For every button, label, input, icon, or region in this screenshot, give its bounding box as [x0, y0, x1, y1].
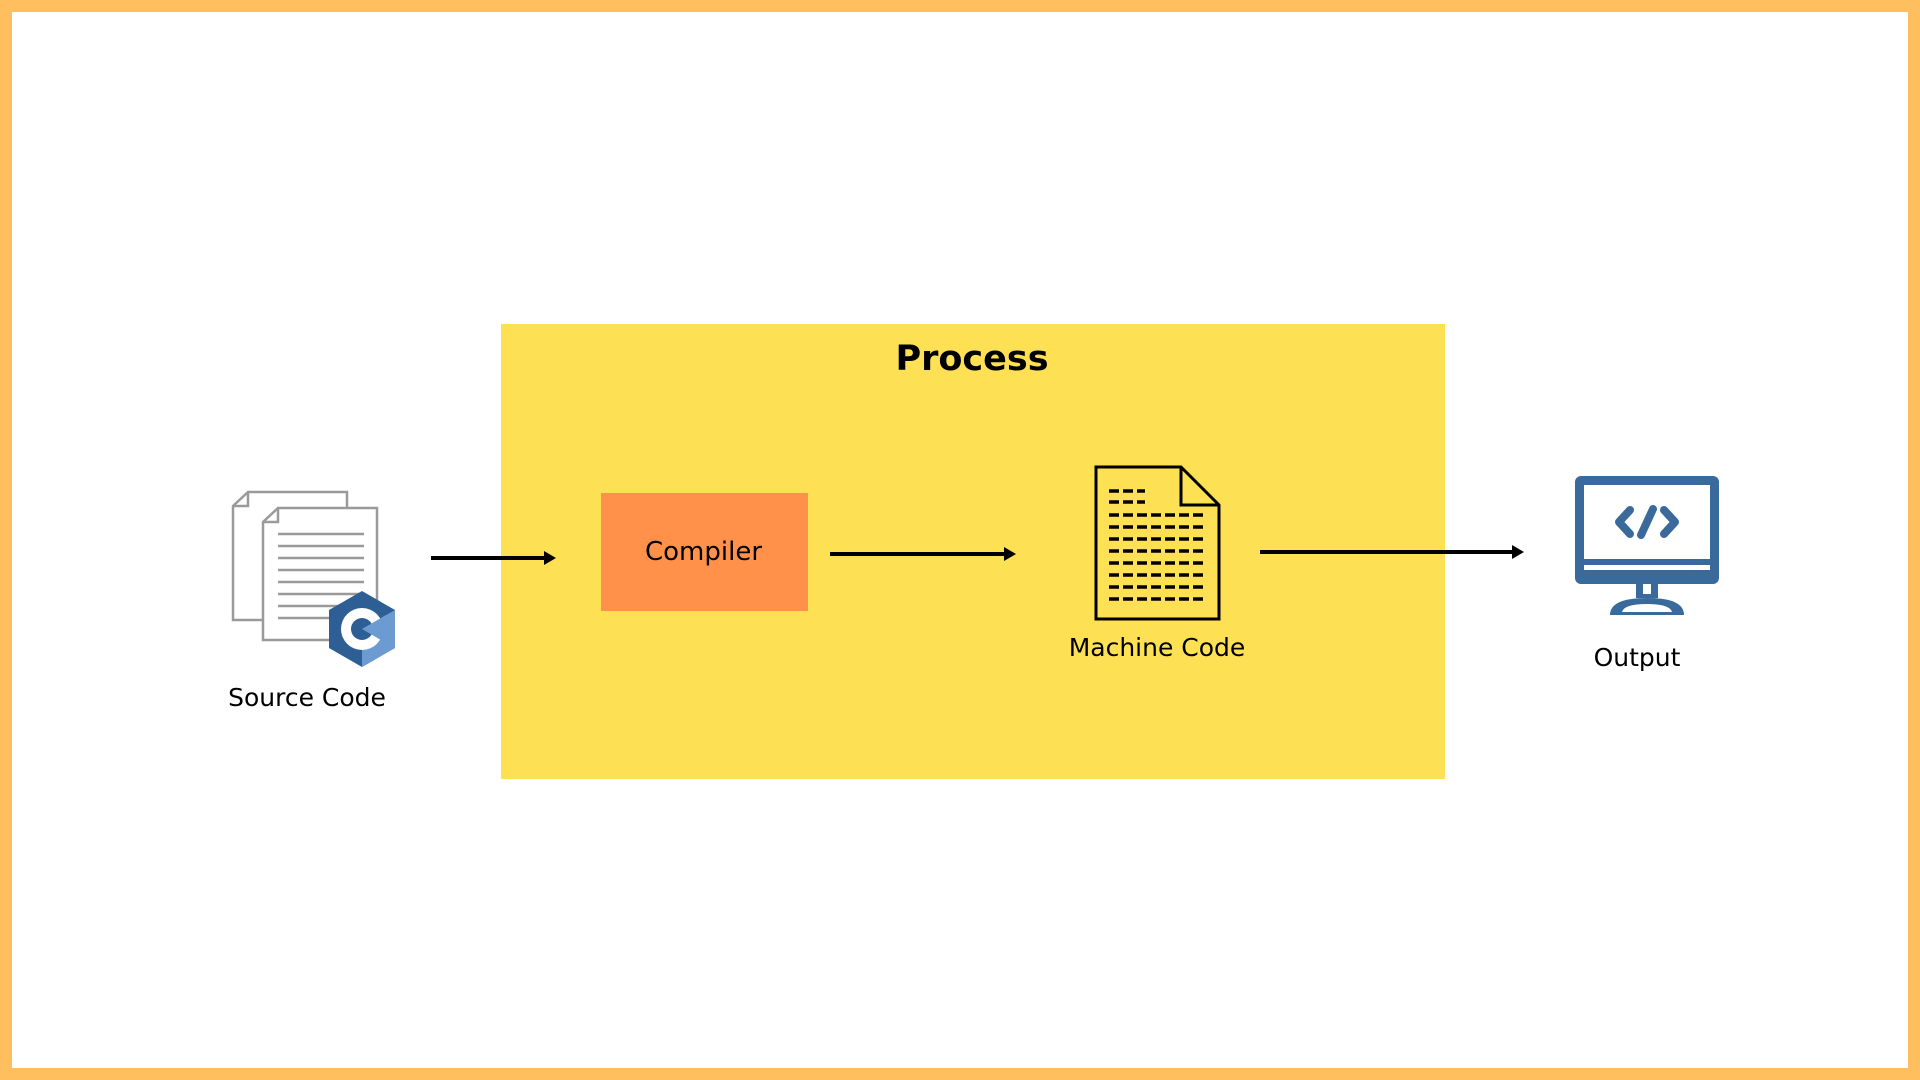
compiler-box: Compiler	[601, 493, 808, 611]
compiler-label: Compiler	[644, 537, 763, 567]
machine-code-label: Machine Code	[1068, 633, 1246, 662]
source-code-label: Source Code	[228, 683, 386, 712]
arrow-machine-code-to-output	[1260, 545, 1524, 559]
monitor-code-icon	[1575, 476, 1719, 615]
source-files-c-icon	[231, 490, 395, 667]
process-title: Process	[895, 339, 1049, 379]
output-label: Output	[1593, 643, 1681, 672]
document-icon	[1094, 465, 1221, 621]
arrow-source-to-compiler	[431, 551, 556, 565]
arrow-compiler-to-machine-code	[830, 547, 1016, 561]
